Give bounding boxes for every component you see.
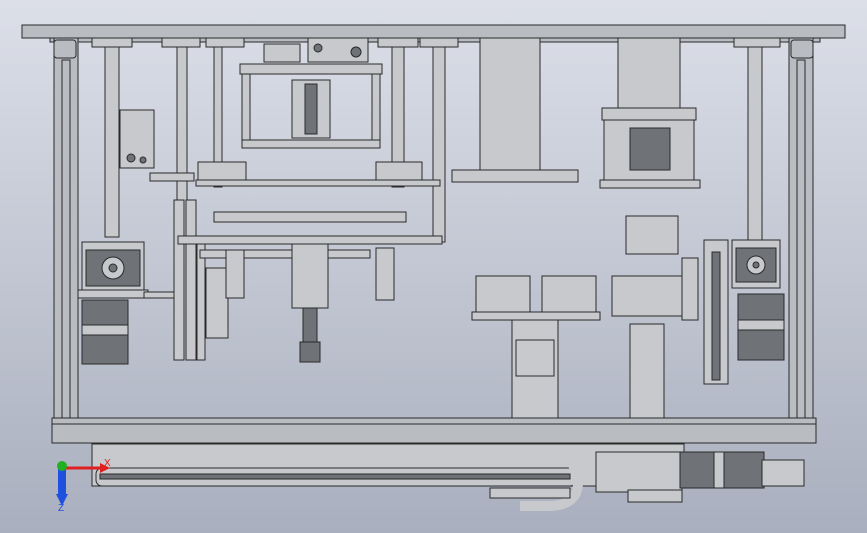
left-motor-assembly[interactable] [77, 109, 229, 365]
gripper-lower-plate [199, 249, 371, 259]
carriage-foot-right [375, 161, 423, 183]
base-plate-lip [51, 417, 817, 425]
left-side-plate [205, 267, 229, 339]
right-post-inner [796, 59, 806, 419]
left-post-inner [61, 59, 71, 419]
linear-module[interactable] [91, 443, 805, 511]
left-upright-bar-1 [173, 199, 185, 361]
bracket-4-top [377, 37, 419, 48]
gripper-guide-left [225, 249, 245, 299]
gripper-column-left-block [515, 339, 555, 377]
z-axis-arrowhead [56, 494, 68, 506]
gripper-row-plate [471, 311, 601, 321]
x-axis-label: X [104, 458, 111, 469]
x-axis-arrowhead [100, 463, 110, 473]
carriage-foot-left [197, 161, 247, 183]
carriage-rail [195, 179, 441, 187]
coordinate-triad [56, 461, 110, 506]
carriage-bottom-plate [241, 139, 381, 149]
gripper-mid-plate [177, 235, 443, 245]
right-motor-shaft [752, 261, 760, 269]
left-sensor-knob-2 [139, 156, 147, 164]
gripper-column-right [629, 323, 665, 419]
right-motor-assembly[interactable] [703, 239, 785, 385]
hanging-brackets [91, 37, 781, 243]
left-sensor-rail [149, 172, 195, 182]
gripper-rod [302, 307, 318, 343]
left-motor-band [81, 324, 129, 336]
bracket-3-stem [213, 46, 223, 188]
gripper-top-right-frame [625, 215, 679, 255]
linear-module-carriage [595, 451, 683, 493]
linear-motor-band [713, 451, 725, 489]
carriage-top-block [263, 43, 301, 63]
bracket-6-stem [747, 46, 763, 243]
linear-motor-cap [761, 459, 805, 487]
gripper-top-plate [213, 211, 407, 223]
left-sensor-knob [126, 153, 136, 163]
bracket-1-stem [104, 46, 120, 238]
carriage-plate [239, 63, 383, 75]
gripper-row-2-frame [541, 275, 597, 313]
right-tower [617, 37, 681, 109]
left-motor-plate [77, 289, 149, 299]
bracket-1-top [91, 37, 133, 48]
carriage-cylinder-rod [304, 83, 318, 135]
carriage-bolt [313, 43, 323, 53]
y-axis-dot [57, 461, 67, 471]
gripper-side-bar [681, 257, 699, 321]
bracket-5-top [419, 37, 459, 48]
carriage-right-side [371, 73, 381, 147]
left-sensor-box [119, 109, 155, 169]
left-motor-shaft [108, 263, 118, 273]
top-beam [21, 24, 846, 39]
gripper-guide-right [375, 247, 395, 301]
left-upright-bar-2 [185, 199, 197, 361]
bracket-3-top [205, 37, 245, 48]
gripper-row-1-frame [475, 275, 531, 313]
bracket-4-stem [391, 46, 405, 188]
center-tower [479, 37, 541, 173]
right-motor-band [737, 319, 785, 331]
upper-carriage[interactable] [195, 37, 441, 187]
linear-module-groove [99, 473, 571, 480]
carriage-bolt-2 [350, 46, 362, 58]
gripper-cylinder [291, 243, 329, 309]
center-tower-base [451, 169, 579, 183]
right-post-cap [790, 39, 814, 59]
cable-chain [520, 451, 584, 511]
gripper-nut [299, 341, 321, 363]
right-upper-assembly[interactable] [451, 37, 701, 189]
right-tower-plate [601, 107, 697, 121]
right-vertical-rail-slot [711, 251, 721, 381]
center-gripper-bank[interactable] [177, 211, 443, 363]
lower-right-grippers[interactable] [471, 215, 699, 419]
bracket-5-stem [432, 46, 446, 243]
gripper-row-3-frame [611, 275, 683, 317]
right-tower-foot [599, 179, 701, 189]
right-tower-motor [629, 127, 671, 171]
left-post-cap [53, 39, 77, 59]
carriage-left-side [241, 73, 251, 147]
z-axis-label: Z [58, 503, 65, 514]
linear-module-foot-left [489, 487, 571, 499]
bracket-2-top [161, 37, 201, 48]
linear-module-foot-right [627, 489, 683, 503]
bracket-6-top [733, 37, 781, 48]
